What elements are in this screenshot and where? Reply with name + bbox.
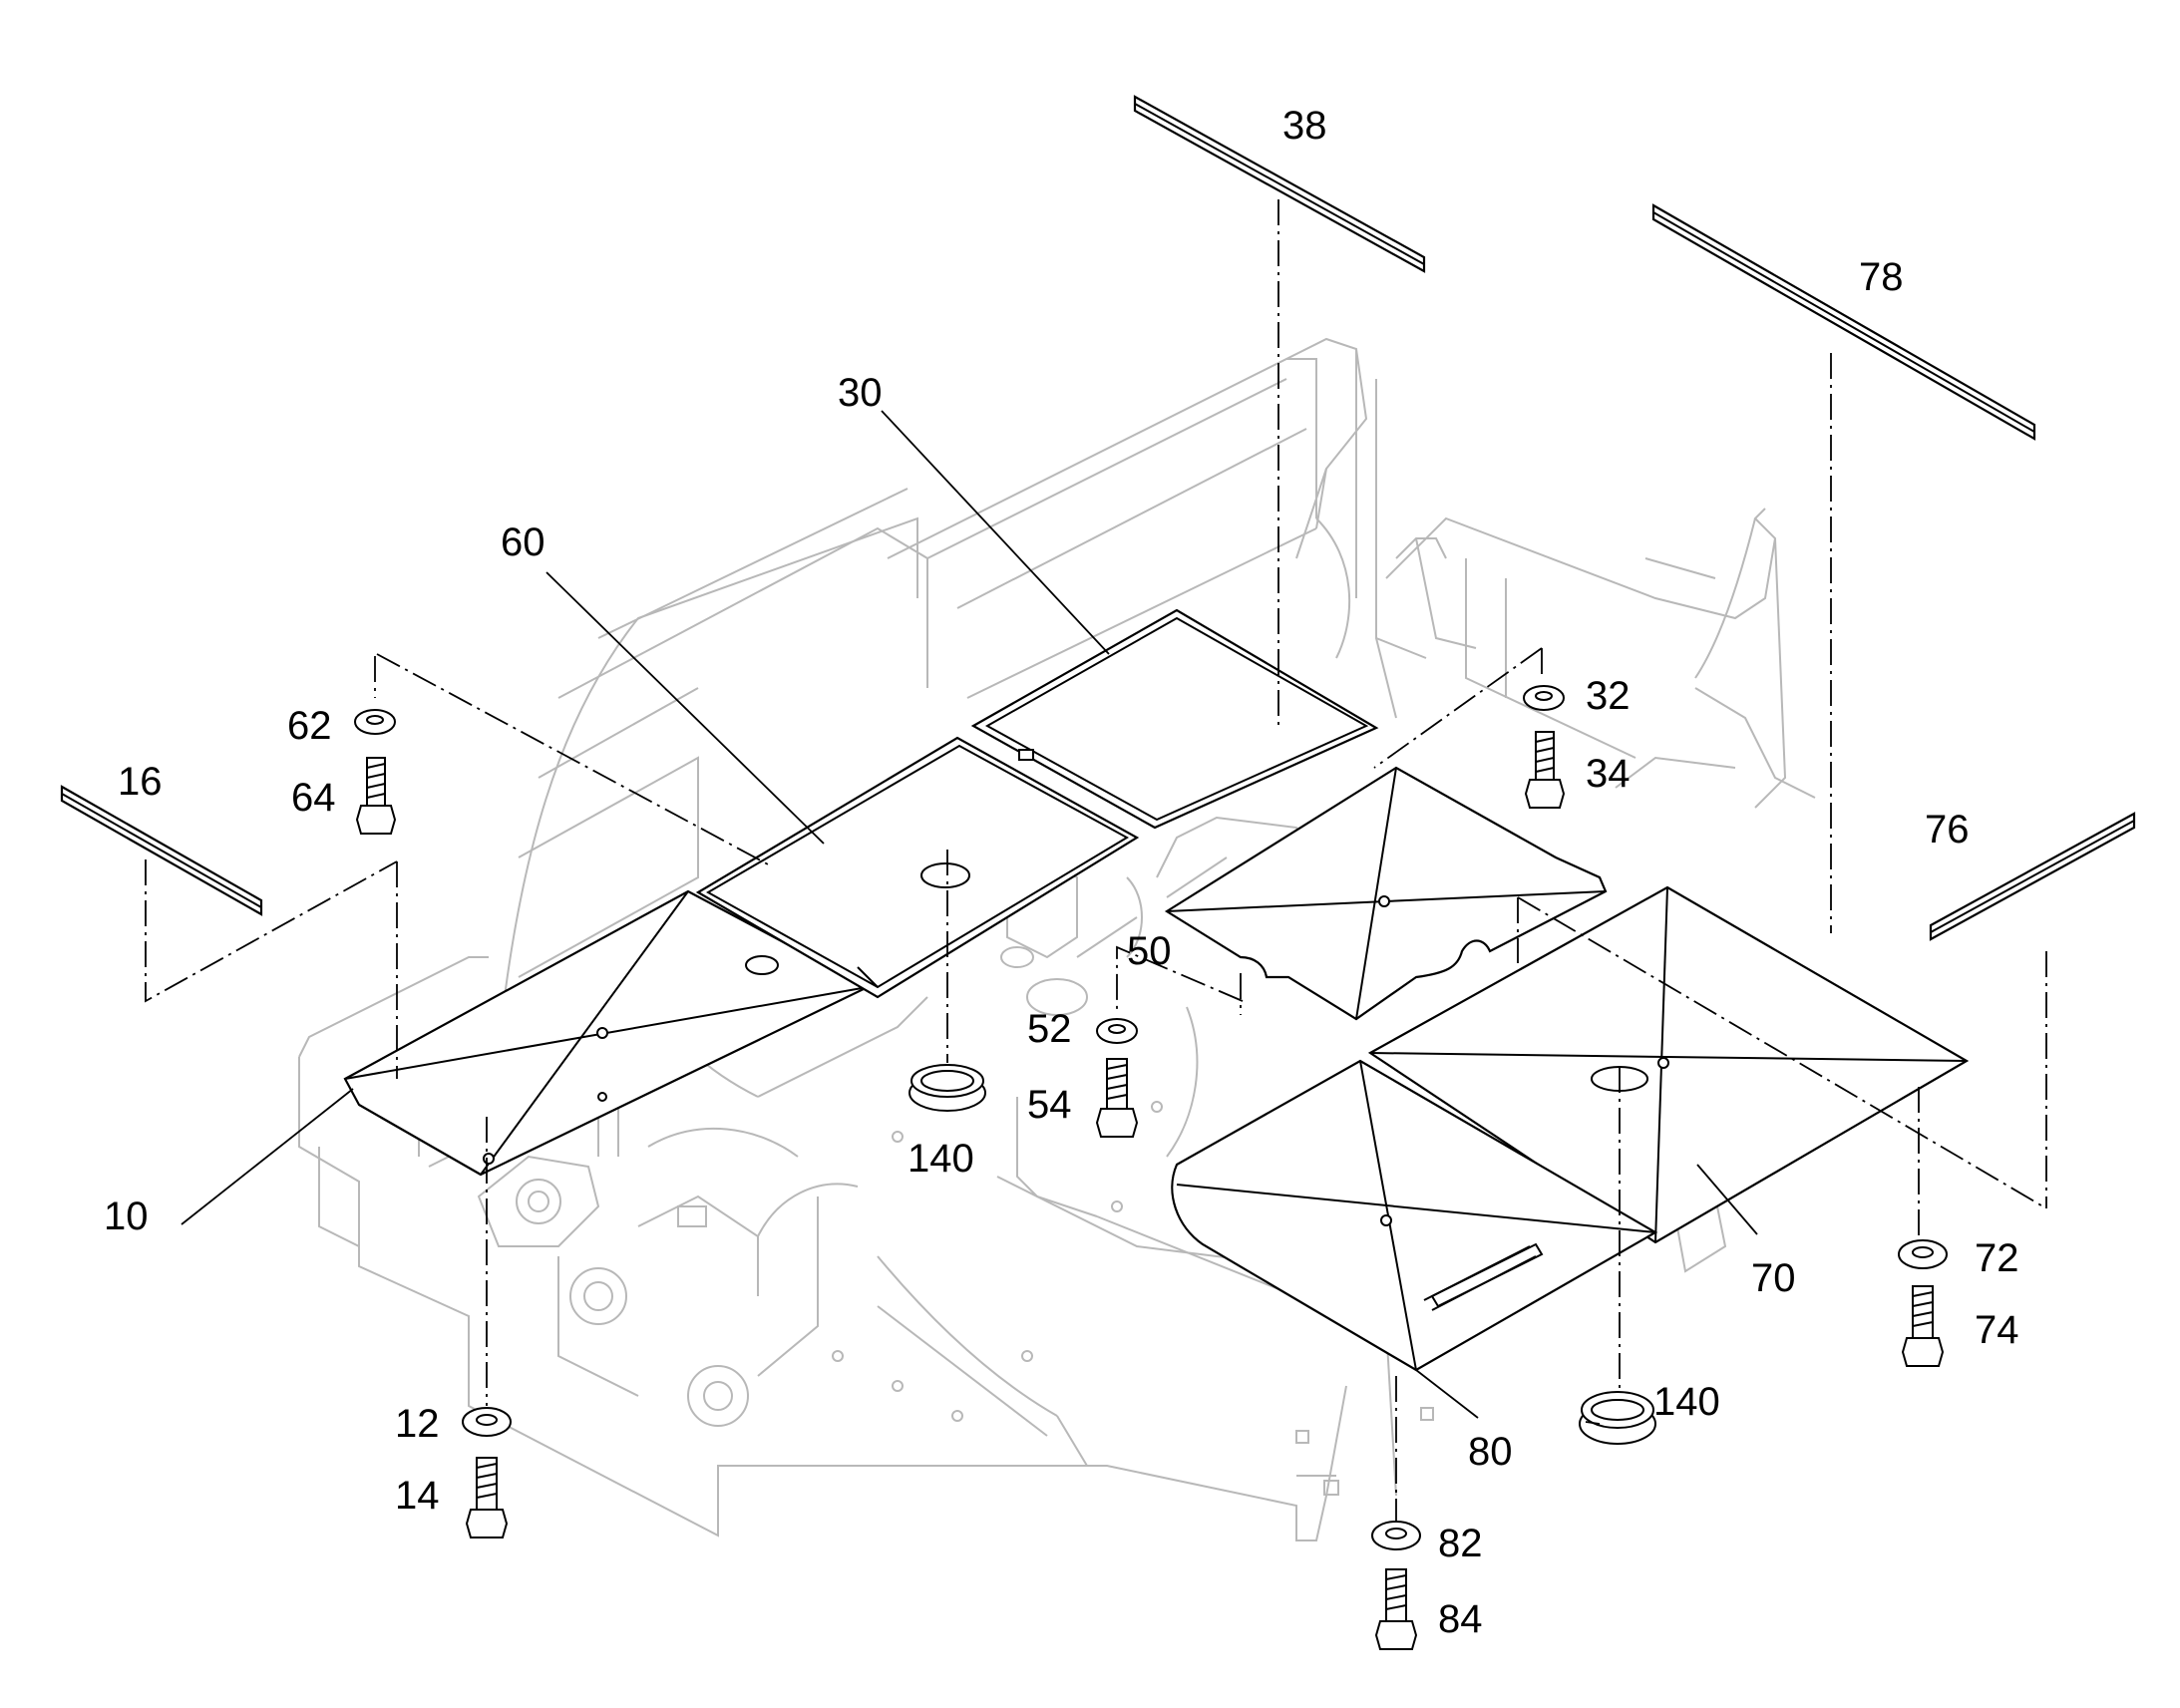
callout-82: 82 [1438, 1522, 1483, 1565]
callout-76: 76 [1925, 808, 1970, 852]
strip-78 [1651, 203, 2036, 441]
strip-76 [1929, 812, 2136, 941]
callout-10: 10 [104, 1195, 149, 1238]
washer-62 [354, 709, 396, 735]
callout-52: 52 [1027, 1007, 1072, 1051]
machine-frame [298, 337, 1816, 1541]
callout-72: 72 [1975, 1236, 2019, 1280]
bolt-14 [465, 1457, 509, 1538]
washer-72 [1898, 1239, 1948, 1269]
bolt-64 [355, 757, 397, 835]
callout-32: 32 [1586, 674, 1631, 718]
plate-30 [970, 608, 1379, 830]
bolt-54 [1095, 1058, 1139, 1138]
leader-lines [181, 410, 1758, 1425]
callout-140-right: 140 [1653, 1380, 1720, 1424]
callout-12: 12 [395, 1402, 440, 1446]
callout-62: 62 [287, 704, 332, 748]
washer-12 [462, 1407, 512, 1437]
plate-50 [1164, 766, 1608, 1021]
strip-16 [60, 785, 263, 916]
plate-10 [343, 889, 871, 1177]
callout-60: 60 [501, 520, 545, 564]
grommet-140-right [1579, 1391, 1656, 1445]
callout-16: 16 [118, 760, 163, 804]
plate-80 [1171, 1059, 1658, 1372]
bolt-74 [1901, 1285, 1945, 1367]
grommet-140-left [908, 1064, 986, 1112]
callout-14: 14 [395, 1474, 440, 1518]
callout-74: 74 [1975, 1308, 2019, 1352]
callout-80: 80 [1468, 1430, 1513, 1474]
washer-32 [1523, 685, 1565, 711]
washer-52 [1096, 1018, 1138, 1044]
strip-38 [1133, 95, 1426, 273]
callout-140-left: 140 [908, 1137, 974, 1181]
callout-50: 50 [1127, 929, 1172, 973]
callout-70: 70 [1751, 1256, 1796, 1300]
callout-64: 64 [291, 776, 336, 820]
callout-78: 78 [1859, 255, 1904, 299]
callout-30: 30 [838, 371, 883, 415]
callout-84: 84 [1438, 1597, 1483, 1641]
washer-82 [1371, 1521, 1421, 1550]
callout-34: 34 [1586, 752, 1631, 796]
assembly-lines [145, 199, 2047, 1522]
plate-60 [695, 736, 1140, 999]
bolt-84 [1374, 1568, 1418, 1650]
callout-38: 38 [1282, 104, 1327, 148]
callout-54: 54 [1027, 1083, 1072, 1127]
bolt-34 [1524, 731, 1566, 809]
